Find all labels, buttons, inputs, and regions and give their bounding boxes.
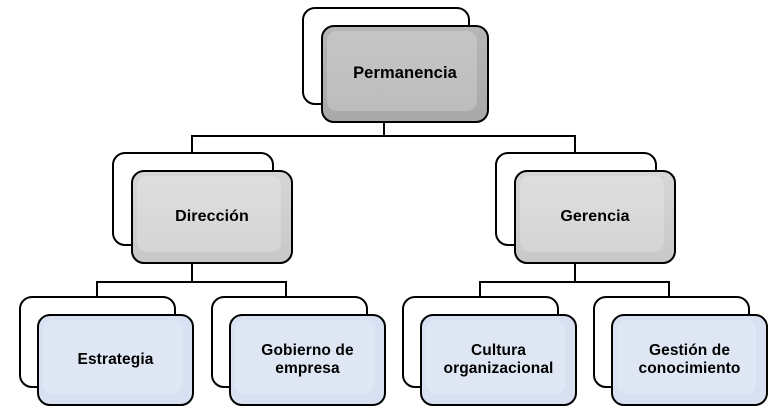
connector-direccion-stem: [191, 264, 193, 282]
node-gerencia-card[interactable]: Gerencia: [514, 170, 676, 264]
node-direccion-card[interactable]: Dirección: [131, 170, 293, 264]
node-gerencia-label: Gerencia: [560, 207, 630, 225]
connector-to-gestion-de-conocimiento: [668, 281, 670, 297]
node-gestion-de-conocimiento-label: Gestión de conocimiento: [638, 342, 741, 377]
connector-to-gerencia: [574, 135, 576, 152]
node-gestion-de-conocimiento-card[interactable]: Gestión de conocimiento: [611, 314, 768, 406]
connector-to-cultura-organizacional: [479, 281, 481, 297]
node-estrategia-label: Estrategia: [77, 351, 154, 369]
connector-to-direccion: [191, 135, 193, 152]
connector-gerencia-stem: [574, 264, 576, 282]
connector-level2-bus-right: [383, 135, 576, 137]
connector-gerencia-bus: [479, 281, 670, 283]
node-estrategia-card[interactable]: Estrategia: [37, 314, 194, 406]
connector-to-gobierno-de-empresa: [285, 281, 287, 297]
node-gobierno-de-empresa-card[interactable]: Gobierno de empresa: [229, 314, 386, 406]
node-gobierno-de-empresa-label: Gobierno de empresa: [261, 342, 354, 377]
node-permanencia-card[interactable]: Permanencia: [321, 25, 489, 123]
connector-to-estrategia: [96, 281, 98, 297]
node-cultura-organizacional-card[interactable]: Cultura organizacional: [420, 314, 577, 406]
connector-direccion-bus: [96, 281, 287, 283]
node-permanencia-label: Permanencia: [353, 64, 457, 83]
connector-root-stem: [383, 122, 385, 137]
connector-level2-bus: [191, 135, 385, 137]
node-direccion-label: Dirección: [175, 207, 249, 225]
node-cultura-organizacional-label: Cultura organizacional: [443, 342, 554, 377]
